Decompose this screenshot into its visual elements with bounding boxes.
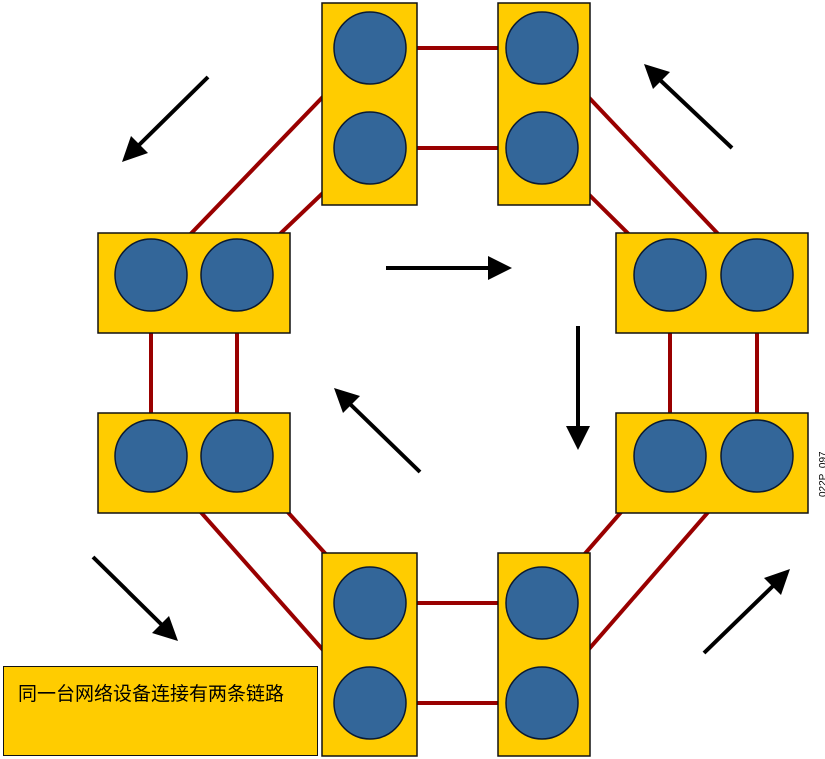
port (505, 566, 579, 640)
port (333, 11, 407, 85)
port (505, 11, 579, 85)
port (333, 666, 407, 740)
caption-box: 同一台网络设备连接有两条链路 (3, 666, 318, 756)
arrow-outer-top-right-icon (644, 64, 734, 150)
figure-id: 022P_097 (818, 451, 825, 497)
port (200, 419, 274, 493)
port (720, 419, 794, 493)
links (149, 46, 759, 705)
port (633, 238, 707, 312)
arrow-outer-bottom-right-icon (702, 569, 790, 655)
device-right-upper (615, 232, 809, 334)
port (114, 238, 188, 312)
port (633, 419, 707, 493)
flow-arrows (91, 64, 790, 655)
arrow-outer-bottom-left-icon (91, 555, 178, 641)
devices (97, 2, 809, 757)
device-bottom-right (497, 552, 591, 757)
device-right-lower (615, 412, 809, 514)
device-left-lower (97, 412, 291, 514)
port (333, 566, 407, 640)
arrow-inner-up-left-icon (334, 388, 422, 474)
port (505, 111, 579, 185)
caption-text: 同一台网络设备连接有两条链路 (18, 683, 285, 705)
device-top-right (497, 2, 591, 206)
device-bottom-left (321, 552, 418, 757)
port (720, 238, 794, 312)
arrow-inner-down-icon (566, 326, 590, 450)
device-top-left (321, 2, 418, 206)
arrow-inner-right-icon (386, 256, 512, 280)
port (333, 111, 407, 185)
port (114, 419, 188, 493)
arrow-outer-top-left-icon (122, 75, 210, 162)
port (505, 666, 579, 740)
device-left-upper (97, 232, 291, 334)
port (200, 238, 274, 312)
